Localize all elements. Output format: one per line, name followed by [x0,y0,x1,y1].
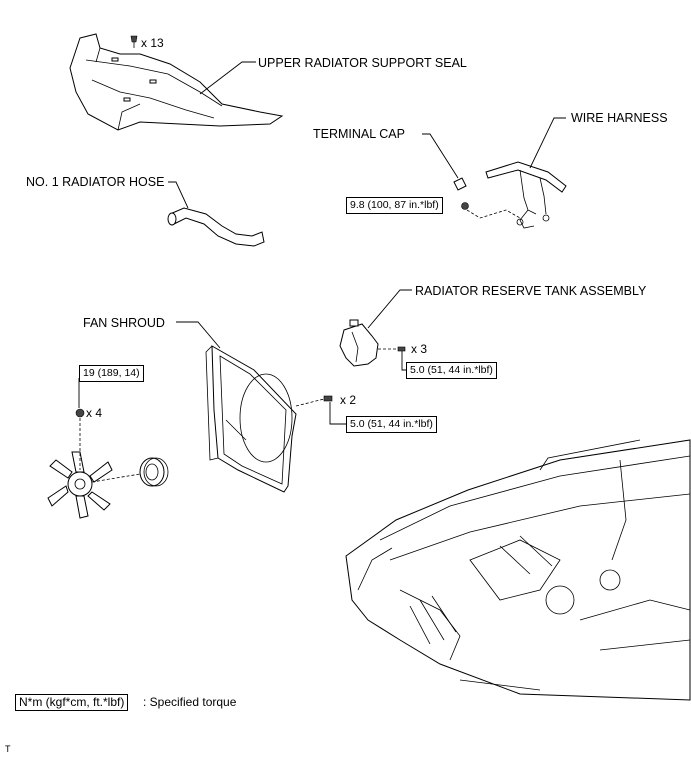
terminal-cap [453,177,467,191]
torque-fan-shroud: 5.0 (51, 44 in.*lbf) [346,416,437,433]
fan-pulley [139,457,169,487]
label-terminal-cap: TERMINAL CAP [313,127,405,141]
legend-text: : Specified torque [143,695,237,709]
qty-tank-bolt: x 3 [411,342,428,356]
fan-nut [75,408,85,418]
corner-mark: T [5,744,11,754]
upper-radiator-support-seal [69,33,284,131]
qty-clip: x 13 [141,36,164,50]
vehicle-engine-bay [345,439,691,701]
fan-blades [47,451,113,519]
radiator-reserve-tank [339,319,379,367]
torque-fan: 19 (189, 14) [79,365,144,382]
qty-fan-nut: x 4 [86,406,103,420]
wire-harness [485,161,567,229]
label-no1-radiator-hose: NO. 1 RADIATOR HOSE [26,175,165,189]
label-radiator-reserve-tank: RADIATOR RESERVE TANK ASSEMBLY [415,284,647,298]
fan-shroud [205,345,297,493]
clip-fastener [130,35,138,48]
shroud-bolt [323,395,333,402]
label-upper-radiator-support-seal: UPPER RADIATOR SUPPORT SEAL [258,56,467,70]
torque-terminal: 9.8 (100, 87 in.*lbf) [346,197,443,214]
qty-shroud-bolt: x 2 [340,393,357,407]
legend-torque-box: N*m (kgf*cm, ft.*lbf) [15,694,129,711]
torque-reserve-tank: 5.0 (51, 44 in.*lbf) [406,362,497,379]
radiator-hose [167,207,265,247]
label-fan-shroud: FAN SHROUD [83,316,165,330]
label-wire-harness: WIRE HARNESS [571,111,668,125]
tank-bolt [397,346,406,352]
